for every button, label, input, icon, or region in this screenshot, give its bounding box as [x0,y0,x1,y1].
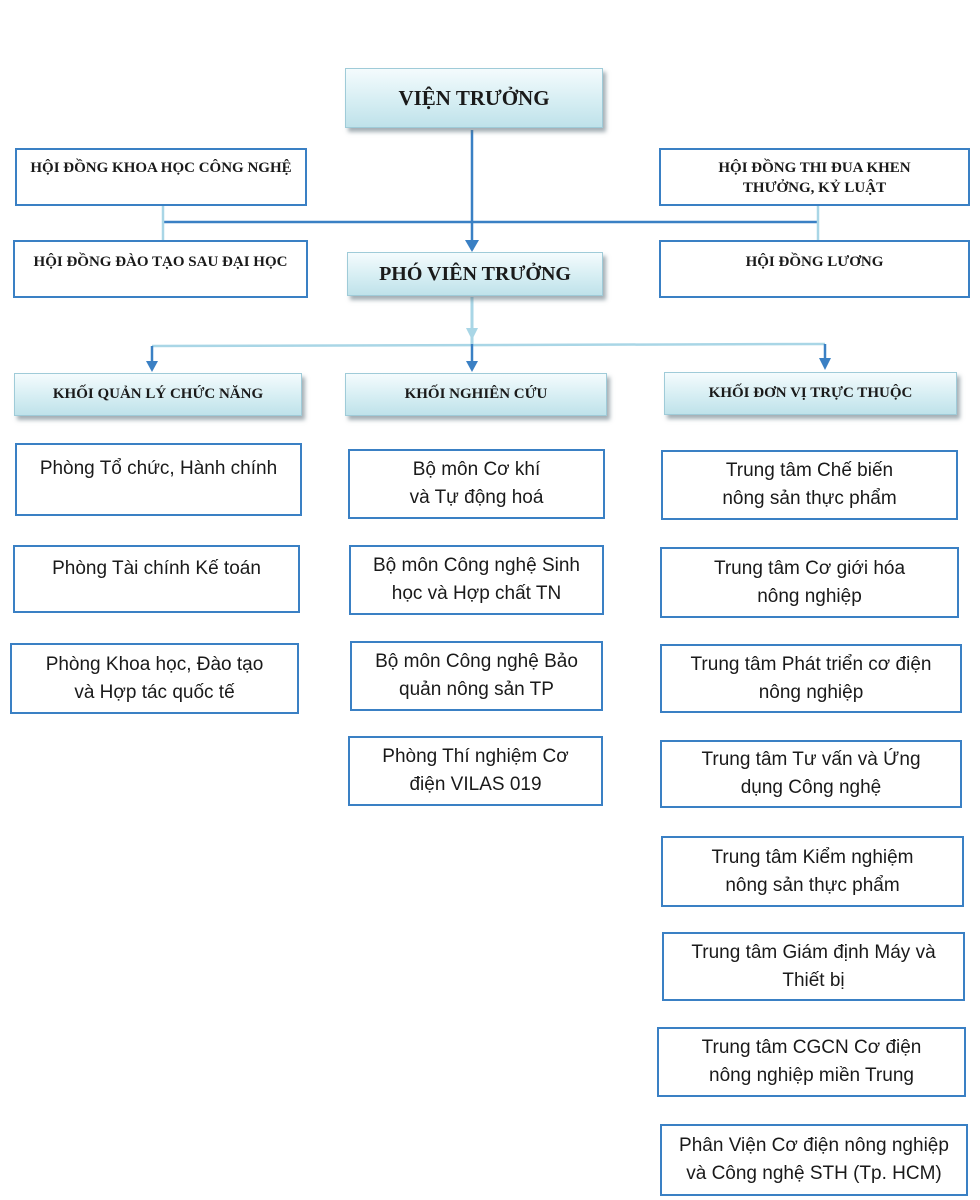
affiliated-item: Phân Viện Cơ điện nông nghiệp và Công ng… [660,1124,968,1196]
block-functional-header: KHỐI QUẢN LÝ CHỨC NĂNG [14,373,302,416]
research-item: Bộ môn Công nghệ Sinh học và Hợp chất TN [349,545,604,615]
research-item-label: Bộ môn Cơ khí và Tự động hoá [409,459,544,508]
functional-item-label: Phòng Khoa học, Đào tạo và Hợp tác quốc … [45,653,264,703]
council-postgrad-box: HỘI ĐỒNG ĐÀO TẠO SAU ĐẠI HỌC [13,240,308,298]
affiliated-item: Trung tâm Tư vấn và Ứng dụng Công nghệ [660,740,962,808]
affiliated-item: Trung tâm Phát triển cơ điện nông nghiệp [660,644,962,713]
functional-item-label: Phòng Tài chính Kế toán [52,558,261,579]
affiliated-item-label: Trung tâm Chế biến nông sản thực phẩm [722,460,897,509]
deputy-box: PHÓ VIÊN TRƯỞNG [347,252,603,296]
director-label: VIỆN TRƯỞNG [398,85,550,110]
block-research-header: KHỐI NGHIÊN CỨU [345,373,607,416]
council-emulation-label: HỘI ĐỒNG THI ĐUA KHEN THƯỞNG, KỶ LUẬT [718,160,911,196]
functional-item: Phòng Tài chính Kế toán [13,545,300,613]
affiliated-item: Trung tâm Chế biến nông sản thực phẩm [661,450,958,520]
affiliated-item-label: Trung tâm Tư vấn và Ứng dụng Công nghệ [701,749,921,798]
functional-item: Phòng Khoa học, Đào tạo và Hợp tác quốc … [10,643,299,714]
council-salary-box: HỘI ĐỒNG LƯƠNG [659,240,970,298]
functional-item: Phòng Tổ chức, Hành chính [15,443,302,516]
research-item-label: Bộ môn Công nghệ Sinh học và Hợp chất TN [372,555,581,604]
council-emulation-box: HỘI ĐỒNG THI ĐUA KHEN THƯỞNG, KỶ LUẬT [659,148,970,206]
affiliated-item: Trung tâm Giám định Máy và Thiết bị [662,932,965,1001]
research-item: Phòng Thí nghiệm Cơ điện VILAS 019 [348,736,603,806]
affiliated-item: Trung tâm Cơ giới hóa nông nghiệp [660,547,959,618]
affiliated-item-label: Phân Viện Cơ điện nông nghiệp và Công ng… [679,1135,949,1184]
director-box: VIỆN TRƯỞNG [345,68,603,128]
affiliated-item-label: Trung tâm Cơ giới hóa nông nghiệp [713,557,906,607]
council-science-box: HỘI ĐỒNG KHOA HỌC CÔNG NGHỆ [15,148,307,206]
affiliated-item: Trung tâm Kiểm nghiệm nông sản thực phẩm [661,836,964,907]
block-functional-title: KHỐI QUẢN LÝ CHỨC NĂNG [52,386,264,402]
research-item: Bộ môn Công nghệ Bảo quản nông sản TP [350,641,603,711]
block-affiliated-header: KHỐI ĐƠN VỊ TRỰC THUỘC [664,372,957,415]
functional-item-label: Phòng Tổ chức, Hành chính [39,458,278,479]
affiliated-item-label: Trung tâm Phát triển cơ điện nông nghiệp [690,653,932,703]
affiliated-item: Trung tâm CGCN Cơ điện nông nghiệp miền … [657,1027,966,1097]
research-item: Bộ môn Cơ khí và Tự động hoá [348,449,605,519]
affiliated-item-label: Trung tâm Giám định Máy và Thiết bị [691,941,936,991]
affiliated-item-label: Trung tâm Kiểm nghiệm nông sản thực phẩm [711,846,914,896]
council-postgrad-label: HỘI ĐỒNG ĐÀO TẠO SAU ĐẠI HỌC [33,254,288,270]
research-item-label: Phòng Thí nghiệm Cơ điện VILAS 019 [382,746,569,795]
deputy-label: PHÓ VIÊN TRƯỞNG [379,262,571,285]
research-item-label: Bộ môn Công nghệ Bảo quản nông sản TP [375,651,578,700]
block-affiliated-title: KHỐI ĐƠN VỊ TRỰC THUỘC [708,385,913,401]
council-science-label: HỘI ĐỒNG KHOA HỌC CÔNG NGHỆ [30,160,292,176]
block-bar [151,342,826,348]
affiliated-item-label: Trung tâm CGCN Cơ điện nông nghiệp miền … [701,1037,922,1086]
block-research-title: KHỐI NGHIÊN CỨU [404,386,548,402]
council-salary-label: HỘI ĐỒNG LƯƠNG [745,254,884,270]
